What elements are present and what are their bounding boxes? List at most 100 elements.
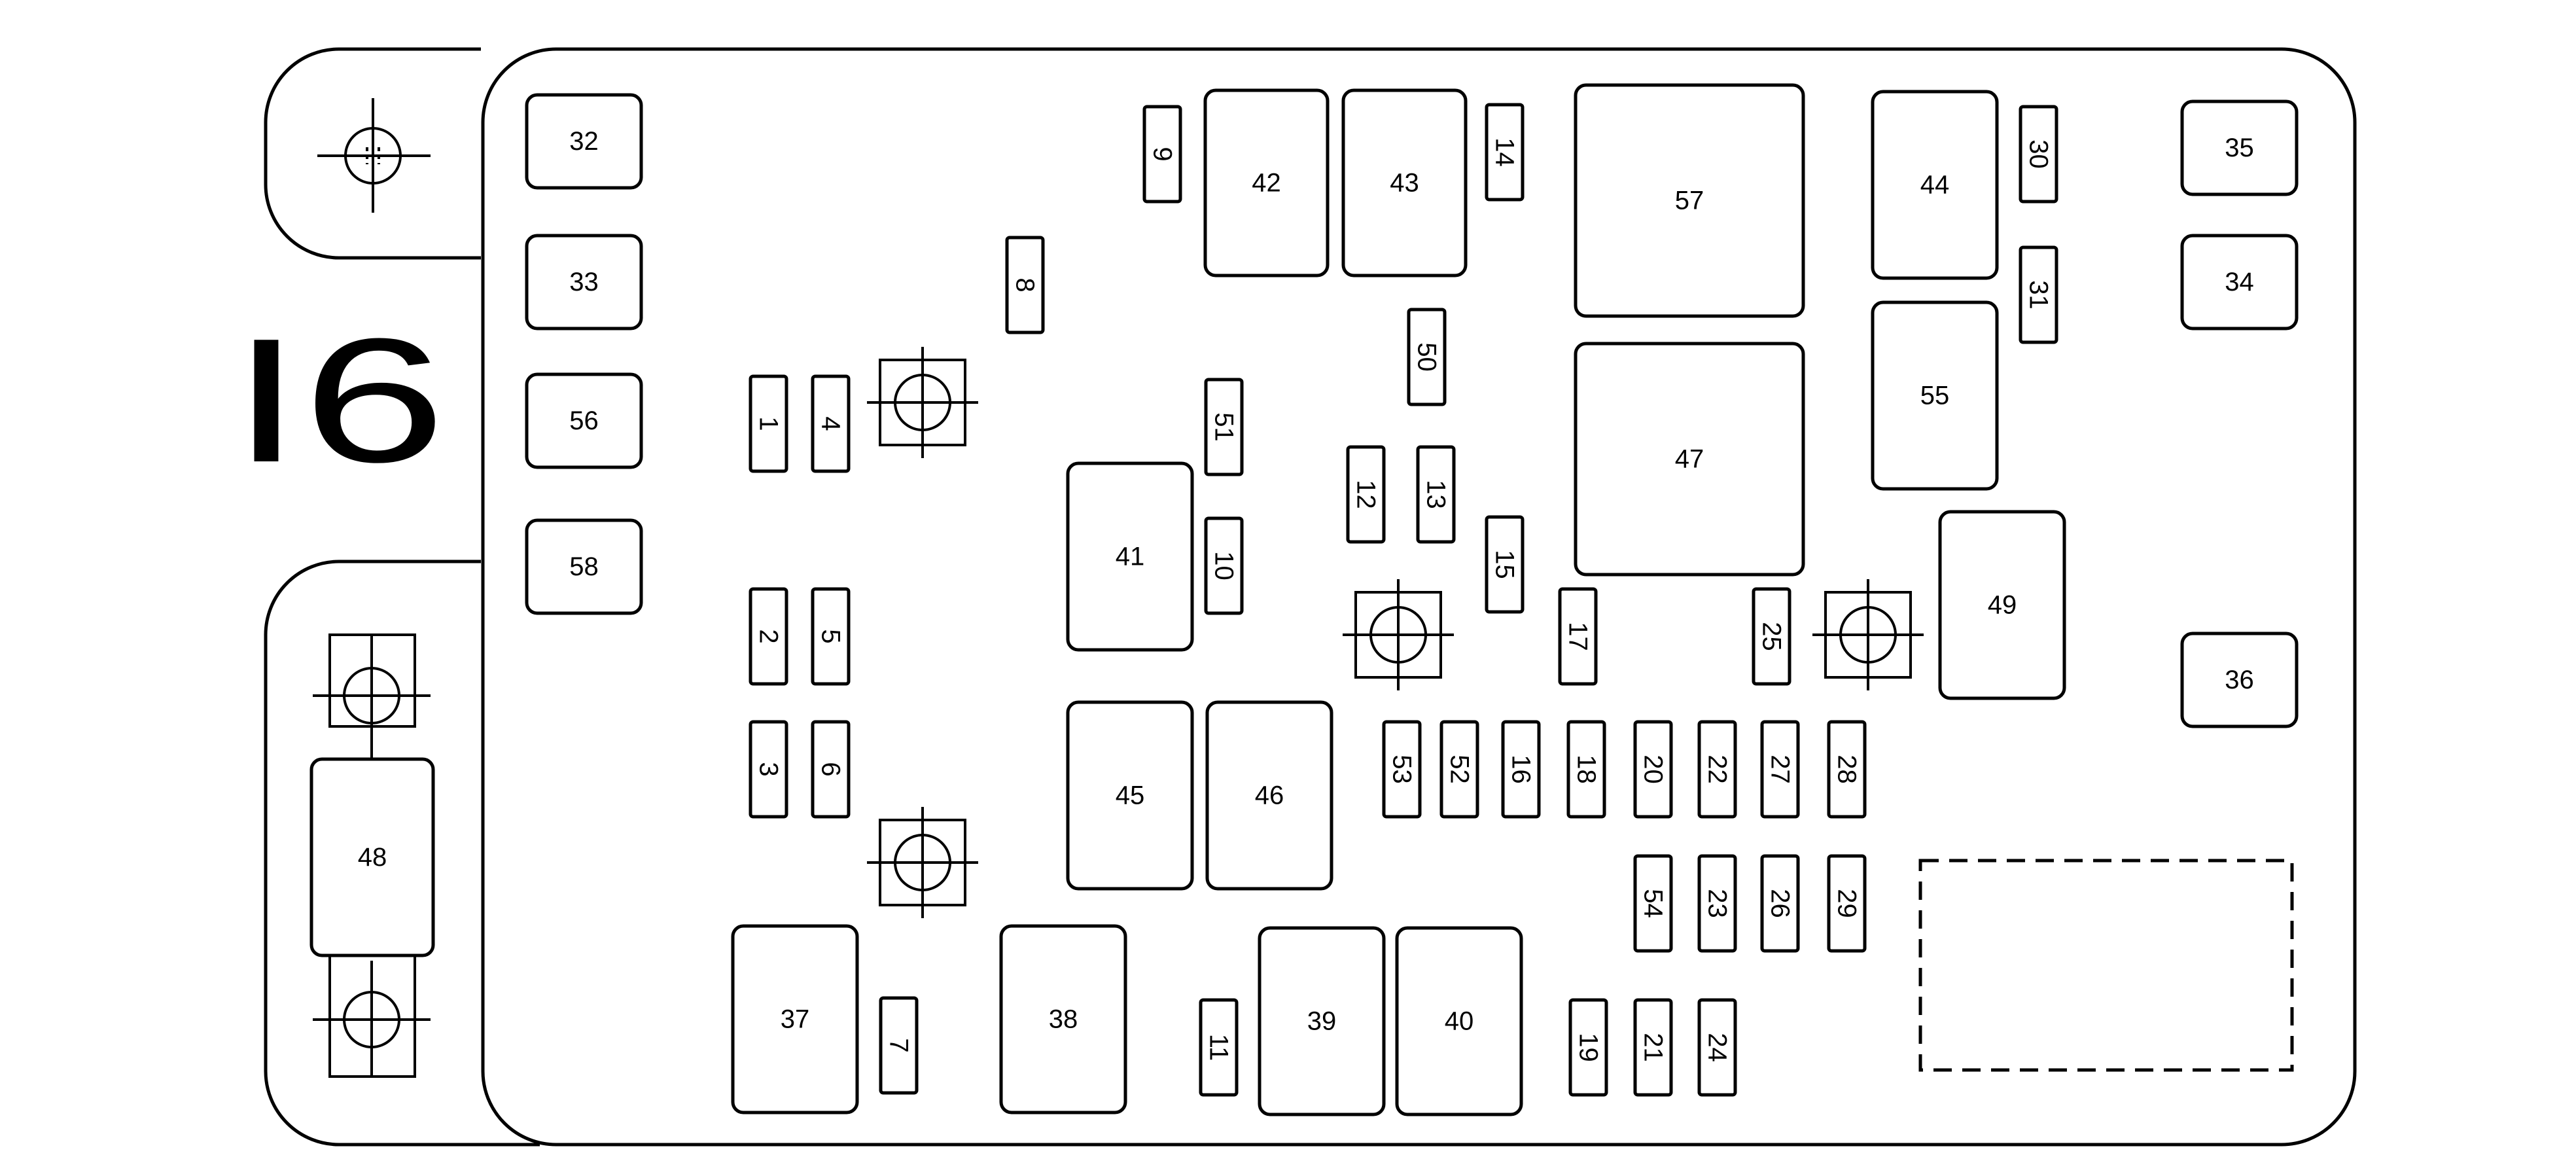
relay-body: [1066, 700, 1194, 891]
component-fuse-27[interactable]: 27: [1760, 720, 1800, 819]
component-fuse-50[interactable]: 50: [1407, 308, 1447, 406]
fuse-body: [749, 374, 788, 473]
fuse-body: [2019, 245, 2058, 344]
component-fuse-17[interactable]: 17: [1558, 587, 1598, 686]
component-relay-40[interactable]: 40: [1395, 926, 1523, 1116]
component-relay-mini-56[interactable]: 56: [525, 372, 643, 469]
component-fuse-12[interactable]: 12: [1346, 445, 1386, 544]
component-relay-mini-35[interactable]: 35: [2180, 99, 2299, 196]
relay-body: [1205, 700, 1333, 891]
fuse-label: 28: [1833, 755, 1861, 784]
relay-mini-body: [525, 372, 643, 469]
component-fuse-54[interactable]: 54: [1633, 854, 1673, 953]
component-relay-41[interactable]: 41: [1066, 461, 1194, 652]
bottom-left-mount-tab: [264, 560, 540, 1147]
fuse-body: [1204, 516, 1244, 615]
component-fuse-8[interactable]: 8: [1005, 236, 1045, 334]
bolt-stud: [1343, 579, 1454, 690]
relay-label: 39: [1307, 1007, 1337, 1036]
component-fuse-53[interactable]: 53: [1382, 720, 1422, 819]
fuse-body: [2019, 105, 2058, 204]
component-relay-49[interactable]: 49: [1938, 510, 2066, 700]
component-relay-37[interactable]: 37: [731, 924, 859, 1114]
component-relay-mini-33[interactable]: 33: [525, 234, 643, 330]
bolt-stud: [1812, 579, 1924, 690]
fuse-label: 9: [1148, 147, 1177, 161]
relay-large-label: 47: [1675, 445, 1704, 474]
relay-mini-label: 36: [2225, 666, 2254, 694]
component-fuse-19[interactable]: 19: [1568, 998, 1608, 1097]
component-fuse-21[interactable]: 21: [1633, 998, 1673, 1097]
component-fuse-20[interactable]: 20: [1633, 720, 1673, 819]
relay-label: 46: [1255, 781, 1284, 810]
component-fuse-23[interactable]: 23: [1697, 854, 1737, 953]
component-relay-mini-34[interactable]: 34: [2180, 234, 2299, 330]
component-fuse-24[interactable]: 24: [1697, 998, 1737, 1097]
fuse-label: 10: [1210, 551, 1239, 580]
fuse-body: [1439, 720, 1479, 819]
component-relay-42[interactable]: 42: [1203, 88, 1330, 277]
fuse-label: 53: [1388, 755, 1417, 784]
fuse-label: 54: [1639, 889, 1668, 918]
component-fuse-5[interactable]: 5: [811, 587, 851, 686]
component-relay-46[interactable]: 46: [1205, 700, 1333, 891]
component-fuse-51[interactable]: 51: [1204, 378, 1244, 476]
fuse-body: [1199, 998, 1239, 1097]
component-relay-43[interactable]: 43: [1341, 88, 1468, 277]
component-fuse-22[interactable]: 22: [1697, 720, 1737, 819]
component-fuse-6[interactable]: 6: [811, 720, 851, 819]
fuse-body: [811, 587, 851, 686]
component-relay-mini-58[interactable]: 58: [525, 518, 643, 615]
component-fuse-31[interactable]: 31: [2019, 245, 2058, 344]
component-relay-38[interactable]: 38: [999, 924, 1127, 1114]
fuse-body: [1407, 308, 1447, 406]
component-fuse-10[interactable]: 10: [1204, 516, 1244, 615]
bolt-stud: [867, 807, 978, 918]
component-fuse-3[interactable]: 3: [749, 720, 788, 819]
component-fuse-2[interactable]: 2: [749, 587, 788, 686]
component-fuse-15[interactable]: 15: [1485, 515, 1525, 614]
component-fuse-26[interactable]: 26: [1760, 854, 1800, 953]
fuse-label: 51: [1210, 412, 1239, 442]
component-fuse-14[interactable]: 14: [1485, 103, 1525, 202]
relay-mini-label: 58: [569, 552, 599, 581]
component-relay-55[interactable]: 55: [1871, 300, 1999, 491]
component-relay-39[interactable]: 39: [1258, 926, 1386, 1116]
component-fuse-1[interactable]: 1: [749, 374, 788, 473]
relay-label: 49: [1988, 591, 2017, 620]
component-fuse-29[interactable]: 29: [1827, 854, 1867, 953]
component-relay-mini-32[interactable]: 32: [525, 93, 643, 190]
component-relay-mini-36[interactable]: 36: [2180, 632, 2299, 728]
relay-body: [1203, 88, 1330, 277]
component-relay-large-57[interactable]: 57: [1574, 83, 1805, 318]
relay-label: 45: [1116, 781, 1145, 810]
component-fuse-13[interactable]: 13: [1416, 445, 1456, 544]
component-relay-44[interactable]: 44: [1871, 90, 1999, 280]
component-fuse-52[interactable]: 52: [1439, 720, 1479, 819]
component-fuse-9[interactable]: 9: [1142, 105, 1182, 204]
relay-body: [1341, 88, 1468, 277]
component-fuse-25[interactable]: 25: [1752, 587, 1791, 686]
fuse-body: [811, 374, 851, 473]
fuse-body: [1382, 720, 1422, 819]
fuse-label: 2: [754, 629, 783, 643]
component-fuse-18[interactable]: 18: [1566, 720, 1606, 819]
component-relay-45[interactable]: 45: [1066, 700, 1194, 891]
component-fuse-7[interactable]: 7: [879, 996, 919, 1095]
mount-hole-dashes: [366, 147, 380, 164]
fuse-label: 25: [1757, 622, 1786, 651]
component-fuse-16[interactable]: 16: [1501, 720, 1541, 819]
relay-label: 42: [1252, 169, 1281, 198]
fuse-body: [1752, 587, 1791, 686]
fuse-label: 7: [885, 1038, 913, 1052]
component-fuse-11[interactable]: 11: [1199, 998, 1239, 1097]
fuse-label: 1: [754, 416, 783, 431]
component-fuse-4[interactable]: 4: [811, 374, 851, 473]
component-mega-fuse-48[interactable]: 48: [309, 757, 435, 957]
relay-body: [1066, 461, 1194, 652]
component-fuse-28[interactable]: 28: [1827, 720, 1867, 819]
relay-label: 44: [1920, 171, 1950, 200]
component-relay-large-47[interactable]: 47: [1574, 342, 1805, 577]
component-fuse-30[interactable]: 30: [2019, 105, 2058, 204]
